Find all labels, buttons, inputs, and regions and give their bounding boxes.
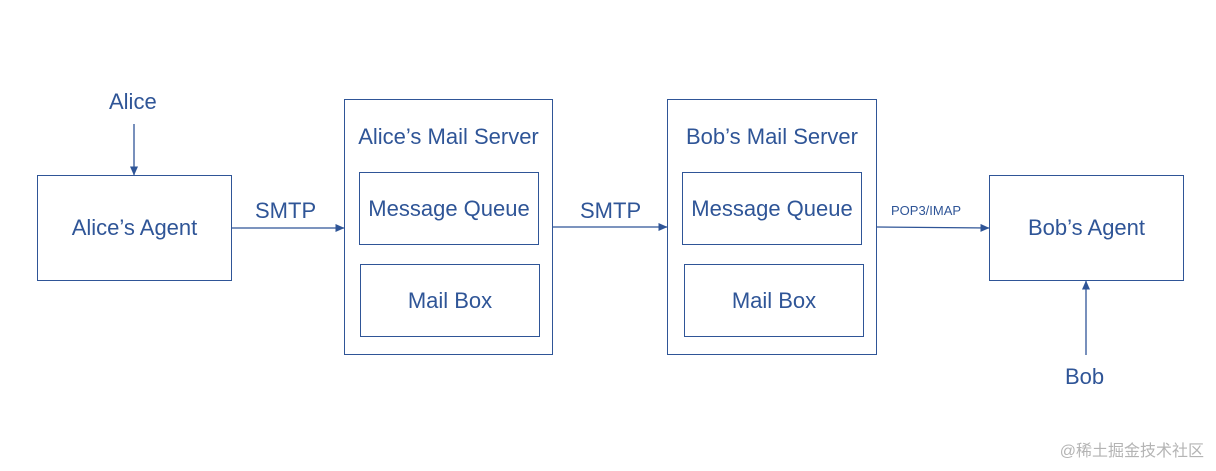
bob-label: Bob [1065,364,1105,389]
bob-mailbox-label: Mail Box [731,287,817,313]
bob-message-queue-box: Message Queue [682,172,862,245]
alice-mail-server-title: Alice’s Mail Server [358,124,539,149]
bob-agent-box: Bob’s Agent [989,175,1184,281]
bob-agent-label: Bob’s Agent [1027,215,1146,240]
alice-label: Alice [109,89,157,114]
alice-message-queue-label: Message Queue [368,195,530,221]
pop3-imap-label: POP3/IMAP [891,203,962,218]
arrow-bob-server-to-bob-agent [876,223,990,232]
alice-message-queue-box: Message Queue [359,172,539,245]
alice-mail-server-box: Alice’s Mail Server Message Queue Mail B… [344,99,553,355]
alice-agent-box: Alice’s Agent [37,175,232,281]
smtp-label-1: SMTP [255,198,317,223]
bob-mailbox-box: Mail Box [684,264,864,337]
alice-agent-label: Alice’s Agent [71,215,198,240]
smtp-label-2: SMTP [580,198,642,223]
alice-mailbox-box: Mail Box [360,264,540,337]
bob-mail-server-box: Bob’s Mail Server Message Queue Mail Box [667,99,877,355]
bob-mail-server-title: Bob’s Mail Server [686,124,858,149]
alice-mailbox-label: Mail Box [407,287,493,313]
watermark-text: @稀土掘金技术社区 [1059,443,1204,460]
bob-message-queue-label: Message Queue [691,195,853,221]
